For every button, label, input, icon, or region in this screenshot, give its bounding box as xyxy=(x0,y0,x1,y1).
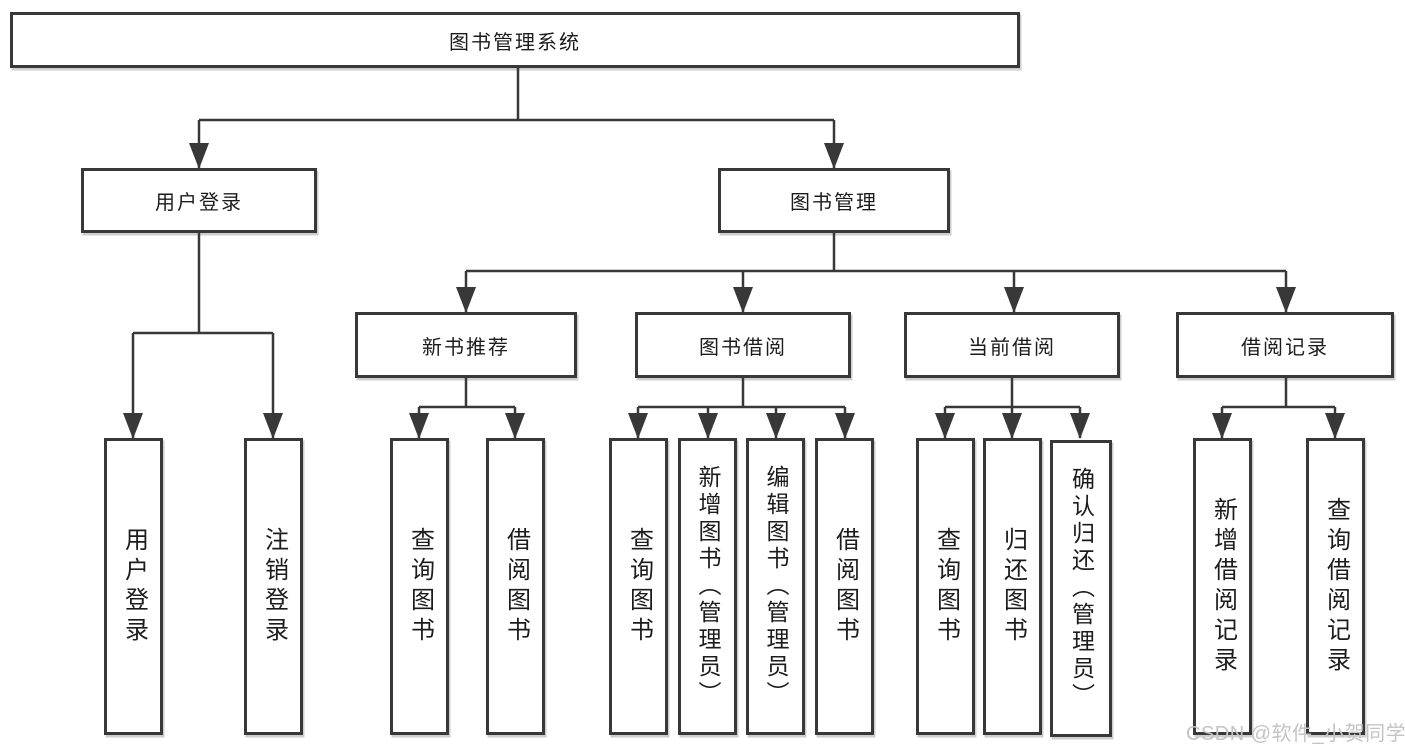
leaf-cb-query-books: 查询图书 xyxy=(916,438,975,735)
node-borrowing-records: 借阅记录 xyxy=(1176,312,1394,378)
leaf-cb-confirm-return: 确认归还（管理员） xyxy=(1050,440,1112,737)
leaf-user-login-label: 用户登录 xyxy=(120,526,148,647)
leaf-cb-query-books-label: 查询图书 xyxy=(932,526,960,647)
node-user-login: 用户登录 xyxy=(81,168,317,233)
connector-current-borrowing-trunk xyxy=(945,378,1080,409)
leaf-bb-query-books-label: 查询图书 xyxy=(625,526,653,647)
node-book-management: 图书管理 xyxy=(718,168,950,233)
node-new-book-recommend: 新书推荐 xyxy=(355,312,577,378)
leaf-br-add-record: 新增借阅记录 xyxy=(1193,438,1252,735)
node-root: 图书管理系统 xyxy=(10,12,1020,68)
node-book-borrowing-label: 图书借阅 xyxy=(699,336,787,359)
leaf-bb-borrow-books-label: 借阅图书 xyxy=(831,526,859,647)
node-new-book-recommend-label: 新书推荐 xyxy=(422,336,510,359)
node-root-label: 图书管理系统 xyxy=(449,31,581,54)
leaf-br-add-record-label: 新增借阅记录 xyxy=(1209,496,1237,677)
leaf-cb-return-books-label: 归还图书 xyxy=(999,526,1027,647)
csdn-watermark: CSDN @软件_小贺同学 xyxy=(1186,723,1405,745)
leaf-logout-label: 注销登录 xyxy=(260,526,288,647)
leaf-nb-query-books-label: 查询图书 xyxy=(406,526,434,647)
node-current-borrowing-label: 当前借阅 xyxy=(968,336,1056,359)
leaf-logout: 注销登录 xyxy=(244,438,303,735)
leaf-nb-borrow-books: 借阅图书 xyxy=(486,438,545,735)
leaf-bb-edit-books-label: 编辑图书（管理员） xyxy=(763,465,789,708)
connector-book-management-trunk xyxy=(466,233,1286,273)
connector-root-trunk xyxy=(199,68,834,122)
leaf-nb-borrow-books-label: 借阅图书 xyxy=(502,526,530,647)
node-book-borrowing: 图书借阅 xyxy=(635,312,851,378)
leaf-bb-add-books-label: 新增图书（管理员） xyxy=(695,465,721,708)
leaf-br-query-record: 查询借阅记录 xyxy=(1306,438,1365,735)
connector-borrowing-records-trunk xyxy=(1222,378,1335,409)
leaf-cb-return-books: 归还图书 xyxy=(983,438,1042,735)
leaf-bb-edit-books: 编辑图书（管理员） xyxy=(746,438,805,735)
leaf-bb-borrow-books: 借阅图书 xyxy=(815,438,874,735)
connector-new-book-trunk xyxy=(419,378,515,409)
node-borrowing-records-label: 借阅记录 xyxy=(1241,336,1329,359)
node-current-borrowing: 当前借阅 xyxy=(904,312,1120,378)
node-book-management-label: 图书管理 xyxy=(790,192,878,214)
leaf-br-query-record-label: 查询借阅记录 xyxy=(1322,496,1350,677)
leaf-bb-query-books: 查询图书 xyxy=(609,438,668,735)
leaf-nb-query-books: 查询图书 xyxy=(390,438,449,735)
node-user-login-label: 用户登录 xyxy=(155,192,243,214)
leaf-bb-add-books: 新增图书（管理员） xyxy=(678,438,737,735)
connector-book-borrowing-trunk xyxy=(638,378,845,409)
leaf-user-login: 用户登录 xyxy=(104,438,163,735)
leaf-cb-confirm-return-label: 确认归还（管理员） xyxy=(1068,467,1095,710)
connector-user-login-trunk xyxy=(133,233,273,335)
